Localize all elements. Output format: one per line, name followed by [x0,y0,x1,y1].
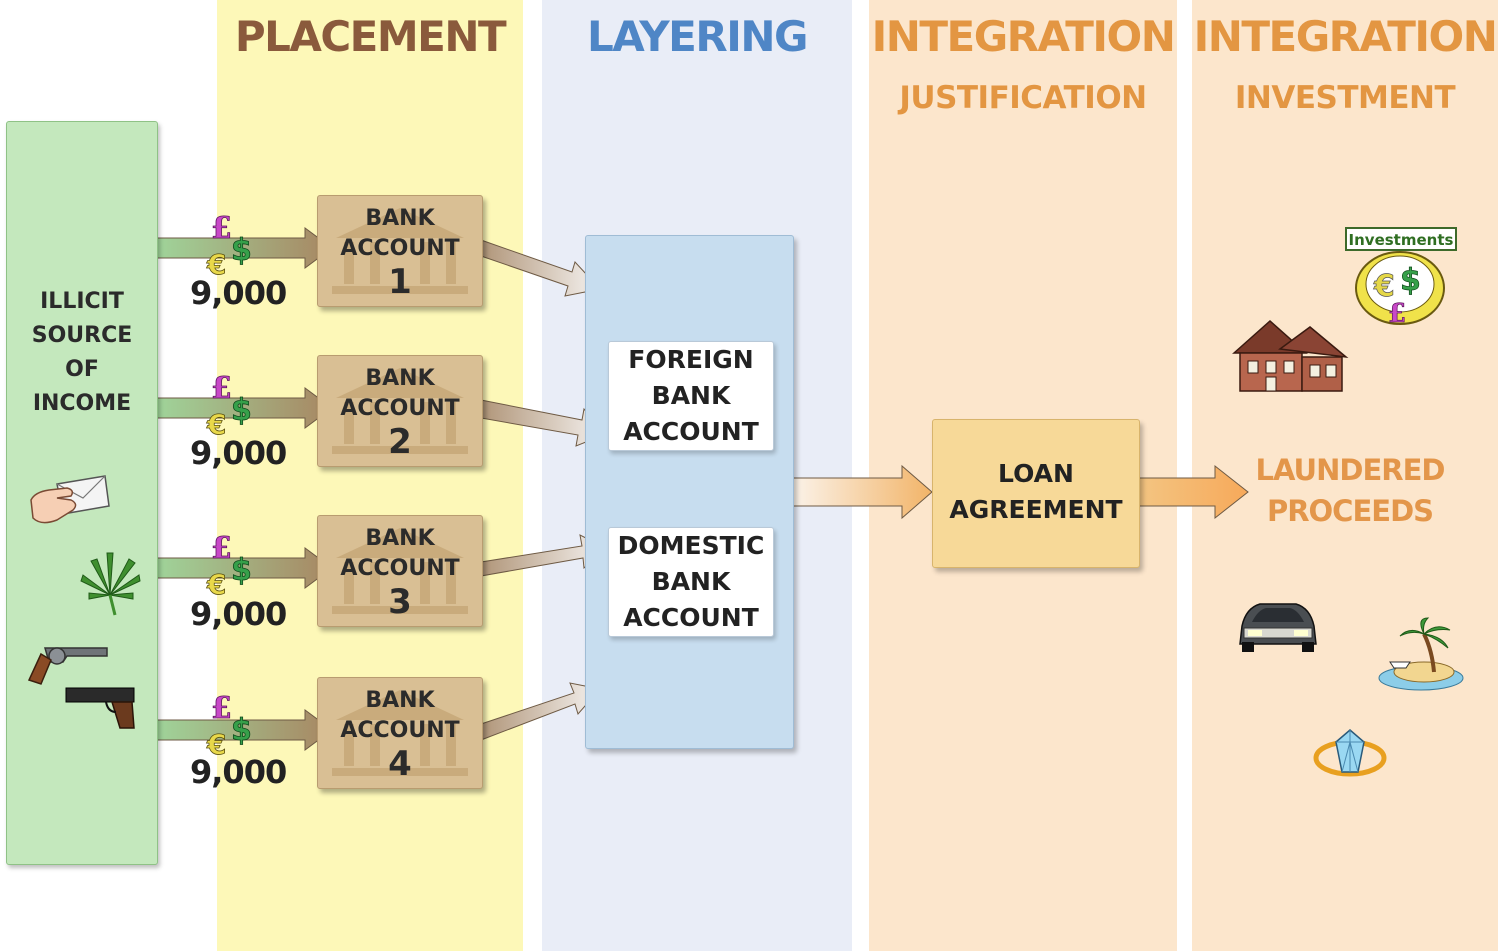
domestic-bank-account: DOMESTIC BANK ACCOUNT [608,527,774,637]
investment-band [1192,0,1498,951]
investment-subtitle: INVESTMENT [1234,80,1456,116]
cannabis-leaf-icon [80,552,141,616]
foreign-bank-account: FOREIGN BANK ACCOUNT [608,341,774,451]
svg-text:€: € [1373,269,1395,304]
layering-to-loan-arrow [791,464,933,520]
layering-box [585,235,794,749]
house-icon [1232,319,1349,392]
svg-text:£: £ [1388,299,1406,329]
illicit-source-label: ILLICIT SOURCE OF INCOME [31,289,133,416]
transfer-arrow-1 [480,239,601,297]
deposit-amount-3: 9,000 [190,595,287,633]
placement-band [217,0,523,951]
svg-text:$: $ [231,713,252,748]
bank-account-1: BANK ACCOUNT 1 [317,195,483,307]
bank-account-4: BANK ACCOUNT 4 [317,677,483,789]
deposit-amount-1: 9,000 [190,274,287,312]
svg-text:€: € [206,248,226,281]
bank-building-icon [332,690,468,776]
svg-text:£: £ [211,211,232,246]
justification-subtitle: JUSTIFICATION [899,80,1147,116]
illicit-source-box: ILLICIT SOURCE OF INCOME [6,121,158,865]
svg-text:$: $ [1400,263,1421,298]
currency-icon-3: £ $ € [206,531,253,602]
loan-label-line-1: LOAN [998,459,1074,488]
bribe-envelope-icon [30,475,110,524]
bank-building-icon [332,368,468,454]
currency-icon-2: £ $ € [206,371,253,442]
bank-building-icon [332,208,468,294]
deposit-amount-2: 9,000 [190,434,287,472]
svg-text:$: $ [231,393,252,428]
layering-title: LAYERING [587,12,808,61]
bank-building-icon [332,528,468,614]
currency-icon-1: £ $ € [206,211,253,282]
bank-account-2: BANK ACCOUNT 2 [317,355,483,467]
svg-text:£: £ [211,691,232,726]
svg-text:Investments: Investments [1349,231,1454,249]
investments-pot-icon: Investments € $ £ [1345,227,1457,329]
laundered-proceeds-label: LAUNDERED PROCEEDS [1255,453,1446,528]
currency-icon-4: £ $ € [206,691,253,762]
svg-text:£: £ [211,371,232,406]
revolver-icon [27,647,108,685]
svg-text:€: € [206,408,226,441]
integration-title-investment: INTEGRATION [1193,12,1498,61]
svg-text:€: € [206,728,226,761]
svg-text:$: $ [231,233,252,268]
integration-title-justification: INTEGRATION [871,12,1176,61]
car-icon [1239,603,1317,652]
deposit-amount-4: 9,000 [190,753,287,791]
svg-text:$: $ [231,553,252,588]
svg-text:£: £ [211,531,232,566]
island-icon [1378,617,1464,691]
loan-agreement-box: LOAN AGREEMENT [932,419,1140,568]
diamond-ring-icon [1313,729,1387,777]
svg-text:€: € [206,568,226,601]
pistol-icon [65,687,135,729]
bank-account-3: BANK ACCOUNT 3 [317,515,483,627]
loan-to-proceeds-arrow [1137,464,1249,520]
transfer-arrow-4 [480,682,601,741]
placement-title: PLACEMENT [234,12,507,61]
loan-label-line-2: AGREEMENT [949,495,1123,524]
